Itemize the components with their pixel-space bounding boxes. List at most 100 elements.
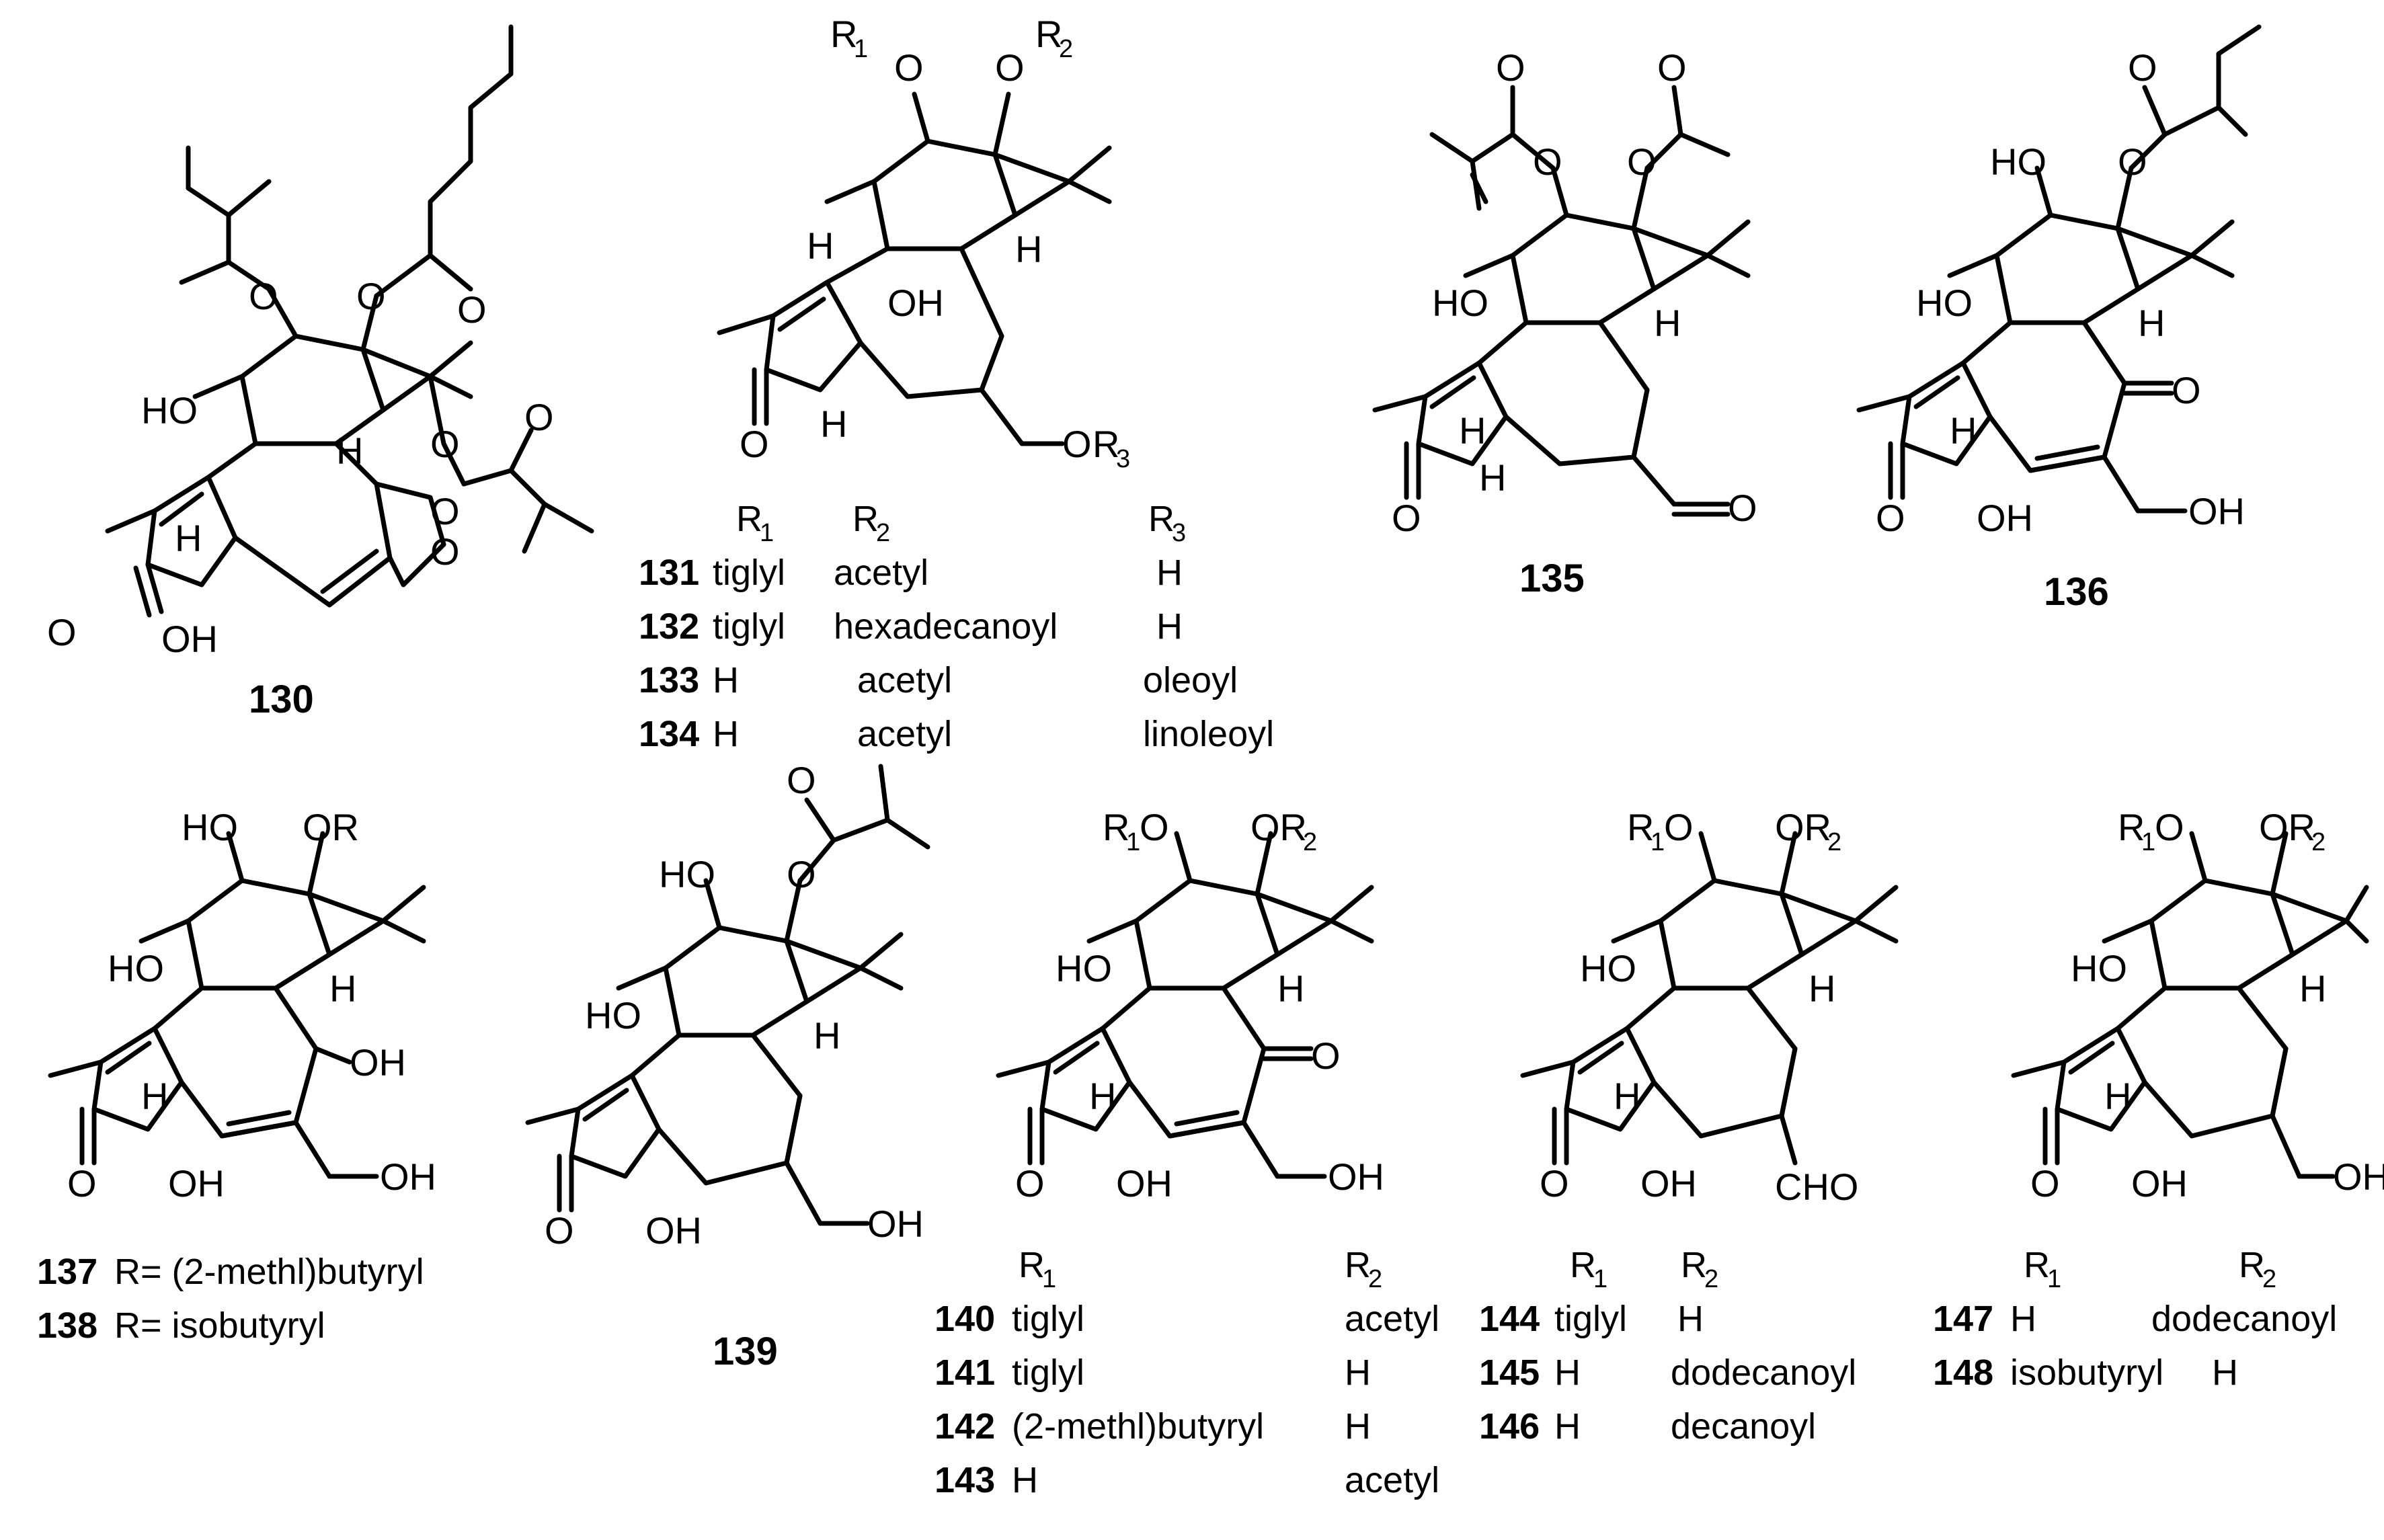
atom-O: O xyxy=(524,396,554,438)
compound-135: O HO O O O O O H H H 135 xyxy=(1372,46,1757,600)
atom-H: H xyxy=(1614,1075,1640,1117)
atom-OH: OH xyxy=(1977,497,2033,539)
atom-H: H xyxy=(2104,1075,2131,1117)
atom-O: O xyxy=(430,423,460,465)
atom-O: O xyxy=(1062,423,1092,465)
table-131-134: R 1 R 2 R 3 131 tiglyl acetyl H 132 tigl… xyxy=(639,499,1274,754)
compound-id-136: 136 xyxy=(2044,570,2109,614)
atom-HO: HO xyxy=(108,947,164,989)
row-r1: H xyxy=(713,660,739,700)
row-r1: (2-methl)butyryl xyxy=(1012,1406,1264,1447)
row-r1: H xyxy=(1554,1352,1581,1393)
structure-131: O OH O O H H H O R 1 R 2 R 3 xyxy=(717,13,1130,473)
header-r2: R xyxy=(852,499,879,539)
atom-H: H xyxy=(1015,228,1042,270)
row-r1: tiglyl xyxy=(713,553,785,593)
row-id: 134 xyxy=(639,714,699,754)
atom-O: O xyxy=(740,423,769,465)
row-id: 132 xyxy=(639,606,699,647)
atom-O: O xyxy=(1728,487,1757,529)
atom-OR: OR xyxy=(303,806,359,848)
row-id: 146 xyxy=(1479,1406,1540,1447)
atom-R2-sub: 2 xyxy=(2311,828,2326,856)
row-id: 143 xyxy=(935,1460,995,1500)
atom-R1: R xyxy=(1627,806,1654,848)
structure-130: O OH HO O O O O O O O H H xyxy=(47,24,594,660)
compound-130: O OH HO O O O O O O O H H 130 xyxy=(47,24,594,721)
row-r2: acetyl xyxy=(1345,1460,1439,1500)
atom-HO: HO xyxy=(1990,140,2047,183)
header-r2-sub: 2 xyxy=(1704,1265,1718,1293)
row-id: 140 xyxy=(935,1299,995,1339)
row-r2: dodecanoyl xyxy=(1671,1352,1856,1393)
atom-R1: R xyxy=(2118,806,2145,848)
row-r2: acetyl xyxy=(1345,1299,1439,1339)
header-r1-sub: 1 xyxy=(1593,1265,1607,1293)
atom-OR2: OR xyxy=(1775,806,1831,848)
atom-H: H xyxy=(1459,409,1486,452)
row-id: 141 xyxy=(935,1352,995,1393)
row-id: 137 xyxy=(37,1252,97,1292)
row-r2: dodecanoyl xyxy=(2151,1299,2337,1339)
table-147-148: R 1 R 2 147 H dodecanoyl 148 isobutyryl … xyxy=(1933,1245,2337,1393)
row-r1: tiglyl xyxy=(713,606,785,647)
atom-H: H xyxy=(336,430,363,472)
row-r1: H xyxy=(1012,1460,1038,1500)
row-r1: isobutyryl xyxy=(2010,1352,2163,1393)
atom-R3: R xyxy=(1092,423,1119,465)
row-r2: H xyxy=(1345,1352,1371,1393)
atom-CHO: CHO xyxy=(1775,1166,1858,1208)
atom-H: H xyxy=(329,967,356,1010)
atom-H: H xyxy=(2299,967,2326,1010)
atom-H: H xyxy=(820,403,847,445)
atom-O: O xyxy=(1392,497,1421,539)
atom-O: O xyxy=(356,275,386,317)
atom-H: H xyxy=(2138,302,2165,344)
header-r1: R xyxy=(1019,1245,1045,1285)
compound-131-134: O OH O O H H H O R 1 R 2 R 3 R 1 R 2 R 3… xyxy=(639,13,1274,754)
row-r1: H xyxy=(2010,1299,2036,1339)
row-id: 145 xyxy=(1479,1352,1540,1393)
row-r2: acetyl xyxy=(857,714,952,754)
atom-OH: OH xyxy=(867,1203,924,1245)
row-r2: decanoyl xyxy=(1671,1406,1816,1447)
atom-HO: HO xyxy=(659,853,715,895)
atom-O: O xyxy=(894,46,924,89)
atom-OH: OH xyxy=(645,1209,702,1252)
atom-OH: OH xyxy=(350,1041,406,1084)
atom-OR2: OR xyxy=(1250,806,1307,848)
atom-HO: HO xyxy=(1056,947,1112,989)
row-r3: oleoyl xyxy=(1143,660,1238,700)
row-r2: H xyxy=(1677,1299,1704,1339)
header-r2: R xyxy=(1345,1245,1371,1285)
atom-OH: OH xyxy=(161,618,218,660)
row-r2: H xyxy=(2212,1352,2238,1393)
header-r3-sub: 3 xyxy=(1172,519,1186,547)
header-r2-sub: 2 xyxy=(1368,1265,1382,1293)
atom-H: H xyxy=(141,1075,168,1117)
compound-id-130: 130 xyxy=(249,678,314,721)
atom-R2-sub: 2 xyxy=(1827,828,1841,856)
atom-R1-sub: 1 xyxy=(854,35,868,63)
atom-H: H xyxy=(1809,967,1835,1010)
atom-R2-sub: 2 xyxy=(1303,828,1317,856)
compound-id-139: 139 xyxy=(713,1330,778,1373)
atom-O: O xyxy=(457,288,487,331)
atom-O: O xyxy=(47,611,77,653)
atom-OH: OH xyxy=(2333,1156,2384,1198)
header-r2-sub: 2 xyxy=(2262,1265,2276,1293)
atom-HO: HO xyxy=(182,806,238,848)
atom-R3-sub: 3 xyxy=(1116,445,1130,473)
atom-R2: R xyxy=(1035,13,1062,55)
header-r1: R xyxy=(2024,1245,2050,1285)
header-r2-sub: 2 xyxy=(876,519,890,547)
row-r3: H xyxy=(1156,606,1183,647)
atom-O: O xyxy=(787,853,816,895)
compound-137-138: O OH HO OH OH HO OR H H 137 R= (2-methl)… xyxy=(37,806,436,1346)
atom-OH: OH xyxy=(2131,1162,2188,1205)
row-r1: tiglyl xyxy=(1554,1299,1627,1339)
atom-O: O xyxy=(1496,46,1525,89)
row-id: 142 xyxy=(935,1406,995,1447)
atom-R1: R xyxy=(830,13,857,55)
structure-147: O OH HO OH R 1 O OR 2 H H xyxy=(2011,806,2384,1205)
